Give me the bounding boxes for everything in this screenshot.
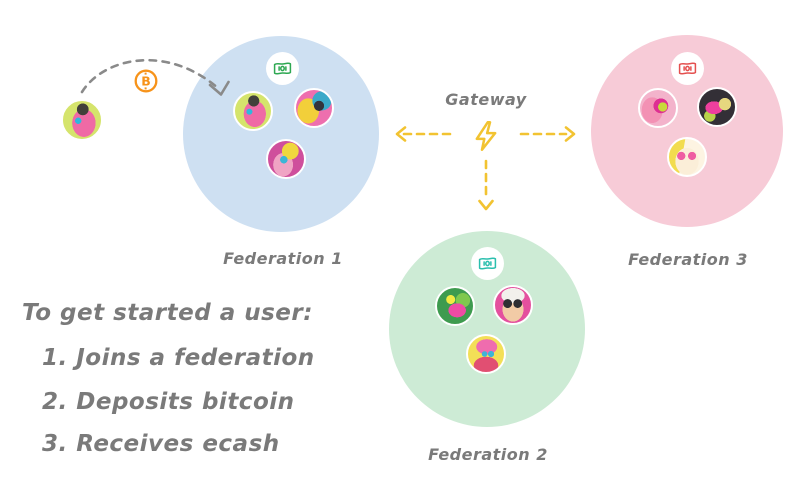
- member-avatar-yellow-helmet-visor: [266, 139, 306, 179]
- gateway-arrow-right: [519, 126, 576, 142]
- federation-2-label: Federation 2: [428, 445, 548, 464]
- gateway-label: Gateway: [445, 90, 527, 109]
- member-avatar-pink-camera-hand: [697, 87, 737, 127]
- steps-intro: To get started a user:: [22, 300, 313, 326]
- step-3: 3. Receives ecash: [42, 431, 280, 457]
- member-avatar-pink-sunglasses-blonde: [667, 137, 707, 177]
- federation-3-label: Federation 3: [628, 250, 748, 269]
- federation-3-ecash-note-icon: [671, 52, 704, 85]
- member-avatar-lime-headphones-profile: [638, 88, 678, 128]
- member-avatar-blue-cap-headphones: [294, 88, 334, 128]
- user-avatar: [61, 99, 103, 141]
- svg-text:B: B: [141, 73, 151, 88]
- step-1: 1. Joins a federation: [42, 345, 315, 371]
- federation-1-ecash-note-icon: [266, 52, 299, 85]
- lightning-bolt-icon: [472, 120, 500, 152]
- member-avatar-pink-helmet-red-jacket: [466, 334, 506, 374]
- curved-dashed-arrow: [80, 58, 230, 96]
- member-avatar-elder-heart-sunglasses: [493, 285, 533, 325]
- federation-1-label: Federation 1: [223, 249, 343, 268]
- federation-2-ecash-note-icon: [471, 247, 504, 280]
- step-2: 2. Deposits bitcoin: [42, 389, 295, 415]
- gateway-arrow-left: [395, 126, 452, 142]
- member-avatar-green-foliage: [435, 286, 475, 326]
- bitcoin-icon: B: [132, 67, 160, 95]
- gateway-arrow-down: [478, 159, 494, 211]
- member-avatar-cyberpunk-profile: [233, 91, 273, 131]
